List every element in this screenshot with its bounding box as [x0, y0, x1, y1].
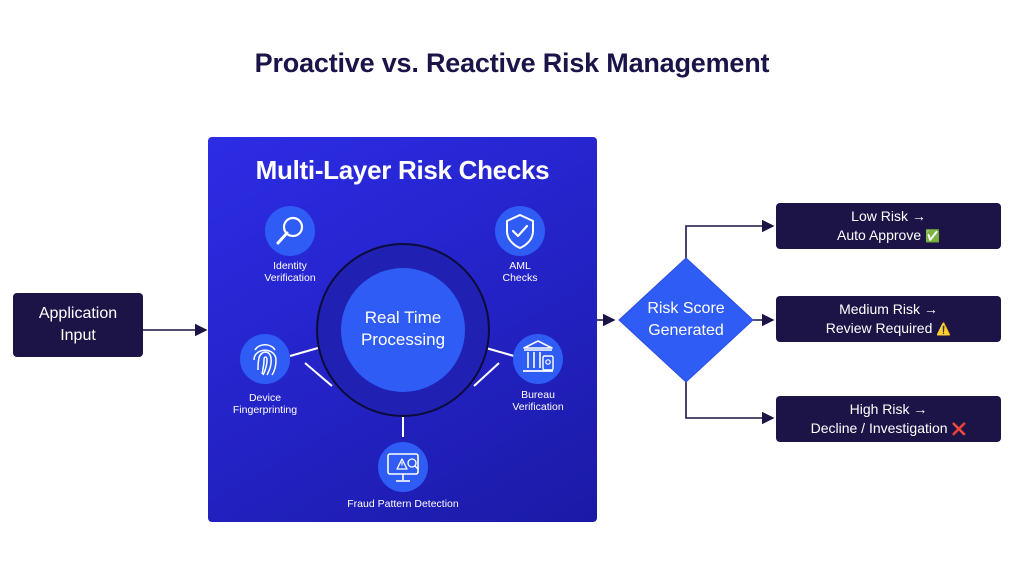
check-label-fraud: Fraud Pattern Detection [313, 498, 493, 510]
outcome-high-line2: Decline / Investigation [810, 419, 948, 436]
arrow-to-low-risk [685, 219, 775, 258]
outcome-high-line2-wrap: Decline / Investigation ❌ [811, 419, 967, 439]
check-label-fraud-line1: Fraud Pattern Detection [347, 498, 459, 510]
center-label-line1: Real Time [364, 308, 442, 327]
outcome-high-risk: High Risk → Decline / Investigation ❌ [776, 396, 1001, 442]
monitor-alert-icon [378, 442, 428, 492]
check-label-bureau: Bureau Verification [488, 389, 588, 413]
check-label-aml: AML Checks [470, 260, 570, 284]
outcome-medium-line2: Review Required [825, 319, 933, 336]
outcome-low-line2-wrap: Auto Approve ✅ [837, 226, 940, 246]
cross-mark-icon: ❌ [951, 421, 967, 436]
magnifier-icon [265, 206, 315, 256]
check-label-device-line2: Fingerprinting [232, 404, 298, 416]
check-label-device: Device Fingerprinting [210, 392, 320, 416]
panel-graphics [240, 206, 563, 492]
panel-title: Multi-Layer Risk Checks [255, 155, 550, 185]
fingerprint-icon [240, 334, 290, 384]
check-label-aml-line2: Checks [502, 272, 538, 284]
check-label-identity-line2: Verification [264, 272, 316, 284]
outcome-medium-risk: Medium Risk → Review Required ⚠️ [776, 296, 1001, 342]
warning-icon: ⚠️ [936, 321, 952, 336]
arrow-to-high-risk [685, 382, 775, 425]
check-mark-icon: ✅ [925, 228, 940, 243]
bank-building-icon [513, 334, 563, 384]
decision-diamond [618, 257, 754, 383]
decision-label-line1: Risk Score [647, 300, 725, 317]
outcome-low-line2: Auto Approve [837, 226, 922, 243]
check-label-bureau-line1: Bureau [521, 389, 555, 401]
page-title: Proactive vs. Reactive Risk Management [254, 48, 770, 78]
center-label-line2: Processing [360, 330, 446, 349]
outcome-medium-line2-wrap: Review Required ⚠️ [826, 319, 951, 339]
decision-label-line2: Generated [648, 322, 724, 339]
check-label-bureau-line2: Verification [512, 401, 564, 413]
outcome-high-line1: High Risk → [849, 400, 928, 417]
application-input-box: Application Input [13, 293, 143, 357]
application-input-line2: Input [60, 327, 96, 344]
outcome-low-line1: Low Risk → [851, 207, 926, 224]
shield-check-icon [495, 206, 545, 256]
outcome-low-risk: Low Risk → Auto Approve ✅ [776, 203, 1001, 249]
application-input-line1: Application [38, 305, 118, 322]
check-label-identity-line1: Identity [273, 260, 307, 272]
risk-checks-panel: Multi-Layer Risk Checks [208, 137, 597, 522]
check-label-identity: Identity Verification [230, 260, 350, 284]
decision-label: Risk Score Generated [626, 298, 746, 342]
center-label: Real Time Processing [341, 307, 465, 351]
check-label-device-line1: Device [248, 392, 282, 404]
outcome-medium-line1: Medium Risk → [839, 300, 938, 317]
processing-core [341, 268, 465, 392]
check-label-aml-line1: AML [509, 260, 531, 272]
